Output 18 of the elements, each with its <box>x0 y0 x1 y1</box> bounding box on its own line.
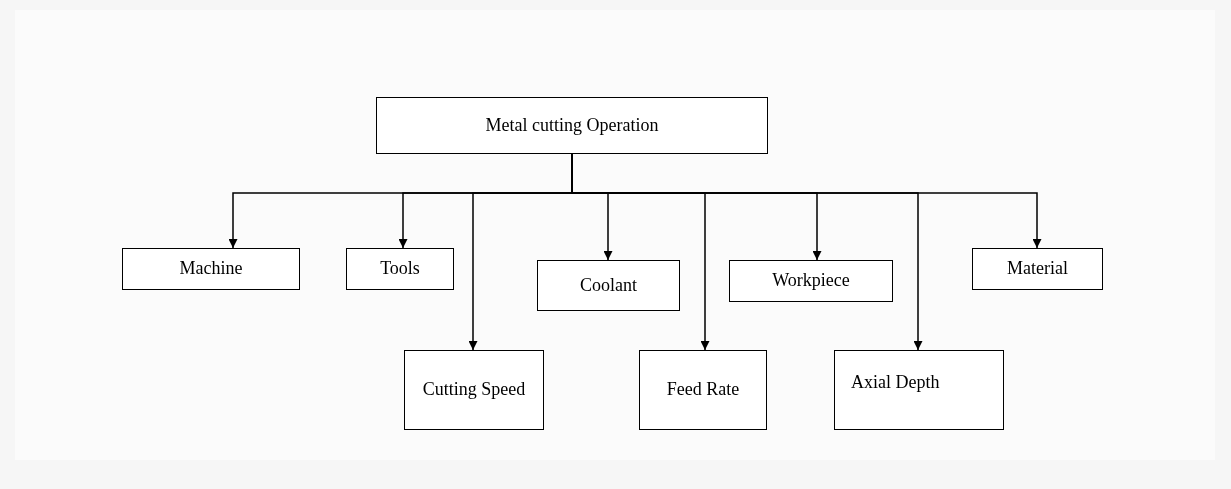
box-label: Metal cutting Operation <box>485 113 659 137</box>
box-label: Feed Rate <box>666 378 740 402</box>
box-label: Workpiece <box>772 269 850 293</box>
process-box <box>639 350 767 430</box>
box-label: Machine <box>179 257 243 281</box>
process-box <box>122 248 300 290</box>
box-label: Axial Depth <box>851 371 940 394</box>
process-box <box>376 97 768 154</box>
box-label: Cutting Speed <box>422 378 526 402</box>
process-box <box>537 260 680 311</box>
process-box <box>972 248 1103 290</box>
process-box <box>834 350 1004 430</box>
process-box <box>729 260 893 302</box>
box-label: Material <box>1007 257 1068 281</box>
box-label: Coolant <box>580 273 637 297</box>
box-label: Tools <box>380 257 420 281</box>
process-box <box>404 350 544 430</box>
process-box <box>346 248 454 290</box>
